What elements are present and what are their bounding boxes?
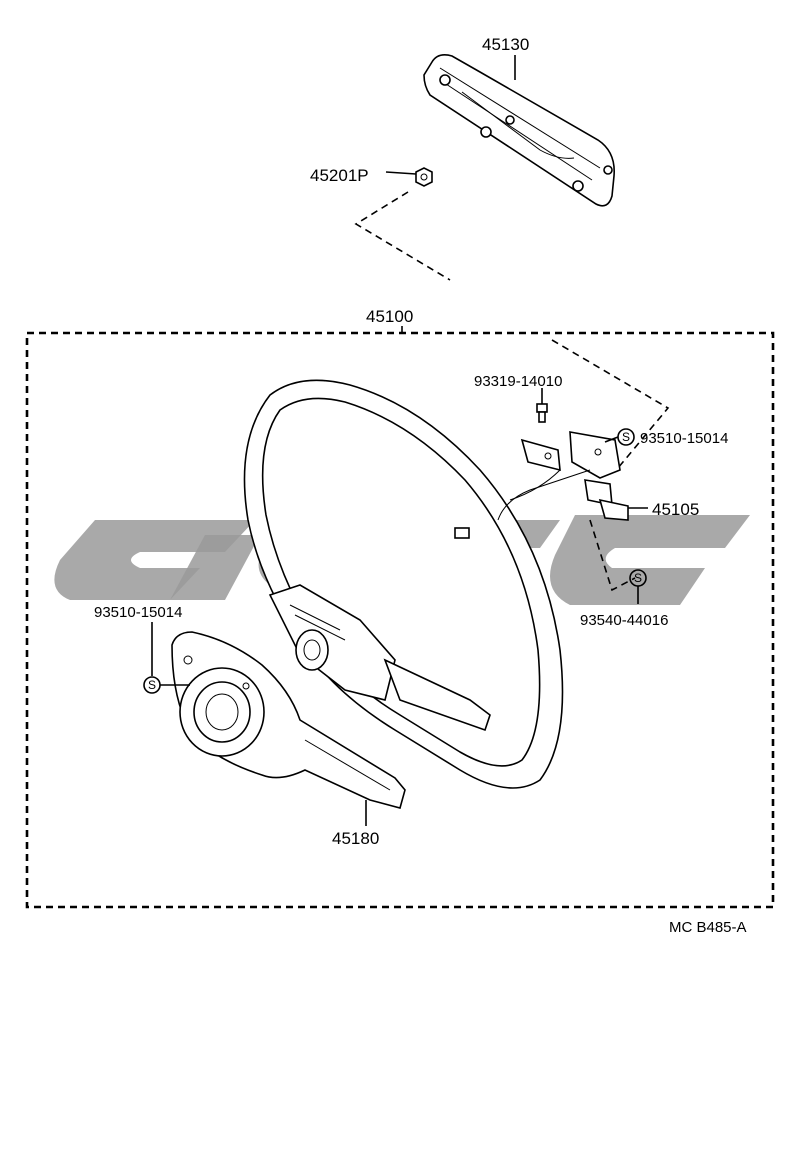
part-label-45180: 45180: [332, 829, 379, 848]
assembly-border: [25, 331, 775, 909]
contact-guide-line: [551, 339, 670, 469]
leader-93510-upper: [604, 436, 619, 443]
nut: [415, 167, 433, 187]
part-label-93540-44016: 93540-44016: [580, 612, 668, 629]
horn-pad: [423, 54, 615, 207]
screw-symbol-upper-letter: S: [622, 430, 630, 444]
lower-cover: [171, 631, 406, 809]
screw-lower-guide: [589, 519, 636, 592]
nut-guide-line: [354, 191, 451, 281]
contact-plate: [454, 431, 629, 539]
diagram-code: MC B485-A: [669, 919, 747, 936]
part-label-45201P: 45201P: [310, 166, 369, 185]
screw-symbol-lower-letter: S: [634, 571, 642, 585]
part-label-45100: 45100: [366, 307, 413, 326]
part-label-93319-14010: 93319-14010: [474, 373, 562, 390]
part-label-93510-15014-left: 93510-15014: [94, 604, 182, 621]
bolt: [536, 403, 548, 423]
part-label-45130: 45130: [482, 35, 529, 54]
part-label-45105: 45105: [652, 500, 699, 519]
leader-45201P: [385, 171, 417, 175]
part-label-93510-15014-upper: 93510-15014: [640, 430, 728, 447]
screw-symbol-left-letter: S: [148, 678, 156, 692]
steering-wheel: [243, 379, 564, 789]
